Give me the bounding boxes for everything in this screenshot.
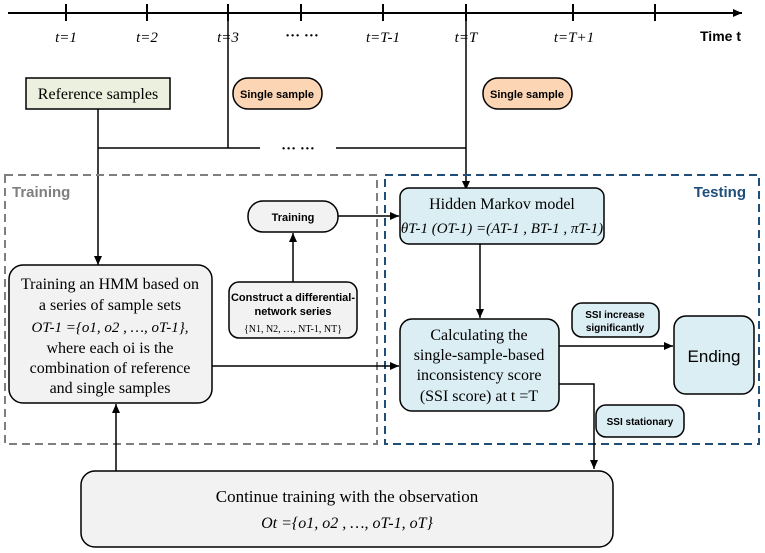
network-series-set: {N1, N2, …, NT-1, NT} bbox=[244, 324, 342, 335]
train-hmm-line-2: a series of sample sets bbox=[39, 297, 181, 314]
tick-label-t-minus-1: t=T-1 bbox=[366, 30, 400, 46]
continue-observation-set: Ot ={o1, o2 , …, oT-1, oT} bbox=[261, 515, 433, 532]
tick-label-t: t=T bbox=[455, 30, 479, 46]
train-hmm-box: Training an HMM based on a series of sam… bbox=[8, 264, 213, 404]
training-pill-label: Training bbox=[272, 212, 315, 224]
training-pill: Training bbox=[247, 200, 339, 233]
ssi-increase-line-1: SSI increase bbox=[585, 310, 645, 321]
testing-region: Testing bbox=[384, 174, 760, 445]
single-sample-pill-1: Single sample bbox=[232, 77, 323, 110]
hmm-title: Hidden Markov model bbox=[429, 196, 575, 213]
calc-line-3: inconsistency score bbox=[417, 367, 542, 384]
train-hmm-line-1: Training an HMM based on bbox=[21, 276, 199, 293]
reference-samples-label: Reference samples bbox=[38, 86, 158, 103]
calc-ssi-box: Calculating the single-sample-based inco… bbox=[399, 318, 560, 412]
continue-training-box: Continue training with the observation O… bbox=[80, 470, 614, 548]
construct-line-2: network series bbox=[254, 306, 331, 318]
tick-label-t2: t=2 bbox=[136, 30, 158, 46]
train-hmm-line-3: OT-1 ={o1, o2 , …, oT-1}, bbox=[32, 320, 189, 336]
training-region: Training bbox=[4, 174, 378, 445]
hmm-box: Hidden Markov model θT-1 (OT-1) =(AT-1 ,… bbox=[399, 187, 605, 245]
single-sample-label-1: Single sample bbox=[240, 89, 314, 101]
ssi-increase-pill: SSI increase significantly bbox=[571, 302, 660, 338]
merge-line-ellipsis: ··· ··· bbox=[281, 141, 315, 157]
ssi-stationary-label: SSI stationary bbox=[607, 417, 674, 428]
calc-line-1: Calculating the bbox=[430, 327, 527, 344]
calc-to-continue-arrow bbox=[559, 383, 598, 469]
train-hmm-line-4: where each oi is the bbox=[46, 340, 173, 357]
single-sample-pill-2: Single sample bbox=[482, 77, 573, 110]
ssi-stationary-pill: SSI stationary bbox=[595, 404, 685, 438]
ending-box: Ending bbox=[673, 315, 755, 395]
time-axis-label: Time t bbox=[700, 28, 741, 44]
tick-label-ellipsis: ··· ··· bbox=[285, 28, 319, 44]
reference-samples-box: Reference samples bbox=[25, 77, 171, 110]
train-hmm-line-6: and single samples bbox=[50, 380, 171, 397]
tick-label-t-plus-1: t=T+1 bbox=[554, 30, 594, 46]
testing-region-title: Testing bbox=[694, 184, 746, 201]
hmm-parameters: θT-1 (OT-1) =(AT-1 , BT-1 , πT-1) bbox=[401, 221, 603, 237]
construct-network-box: Construct a differential- network series… bbox=[228, 281, 358, 339]
ssi-increase-line-2: significantly bbox=[586, 323, 645, 334]
single-sample-label-2: Single sample bbox=[490, 89, 564, 101]
training-region-title: Training bbox=[12, 184, 70, 201]
tick-label-t1: t=1 bbox=[55, 30, 77, 46]
train-hmm-line-5: combination of reference bbox=[30, 360, 191, 377]
calc-line-4: (SSI score) at t =T bbox=[420, 388, 539, 405]
ending-label: Ending bbox=[688, 347, 741, 366]
calc-line-2: single-sample-based bbox=[414, 347, 545, 364]
timeline: t=1 t=2 t=3 ··· ··· t=T-1 t=T t=T+1 Time… bbox=[8, 4, 742, 46]
continue-line-1: Continue training with the observation bbox=[216, 487, 479, 506]
construct-line-1: Construct a differential- bbox=[231, 292, 355, 304]
